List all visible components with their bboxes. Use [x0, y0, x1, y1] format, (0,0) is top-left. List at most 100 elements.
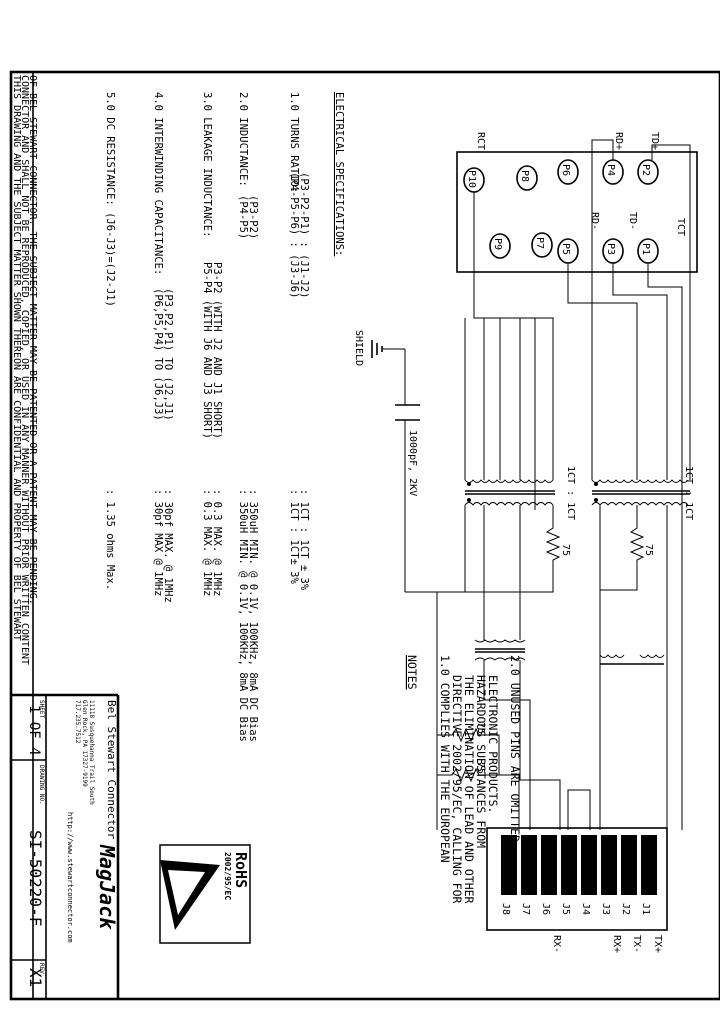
signal-label-td-plus: TD+	[649, 132, 660, 150]
resistor-label-term-2: 75	[475, 762, 486, 774]
signal-label-rd-minus: RD-	[589, 212, 600, 230]
jack-label-j7: J7	[520, 903, 531, 915]
pin-label-p8: P8	[519, 170, 530, 182]
rj45-jack-box	[486, 827, 668, 931]
note-2: 2.0 UNUSED PINS ARE OMITTED.	[508, 655, 522, 849]
pin-label-p2: P2	[640, 164, 651, 176]
jack-signal-tx-minus: TX-	[631, 935, 642, 953]
sheet-label: SHEET	[38, 700, 45, 718]
company-phone: 717.235.7512	[74, 700, 81, 744]
confidential-line-2: CONNECTOR AND SHALL NOT BE REPRODUCED, C…	[19, 75, 30, 665]
jack-label-j5: J5	[560, 903, 571, 915]
confidential-notice: THIS DRAWING AND THE SUBJECT MATTER SHOW…	[11, 75, 38, 665]
resistor-label-rx: 75	[560, 544, 571, 556]
note-1-line-5: ELECTRONIC PRODUCTS.	[486, 675, 500, 813]
turns-val-2: : 1CT : 1CT ± 3%	[298, 489, 310, 591]
notes-block: NOTES 1.0 COMPLIES WITH THE EUROPEAN DIR…	[405, 655, 522, 904]
resistor-75-tx	[629, 520, 645, 575]
turns-line-1: (P4-P5-P6) : (J3-J6)	[288, 172, 300, 298]
transformer-rx	[464, 479, 555, 506]
leakage-val-2: : 0.3 MAX. @ 1MHz	[211, 489, 223, 596]
inductance-label: 2.0 INDUCTANCE:	[237, 92, 249, 187]
pin-label-p6: P6	[560, 164, 571, 176]
company-address-1: 11118 Susquehanna Trail South	[88, 700, 95, 805]
jack-label-j3: J3	[600, 903, 611, 915]
company-url[interactable]: http://www.stewartconnector.com	[66, 812, 74, 943]
notes-title: NOTES	[405, 655, 419, 690]
inductance-val-1: : 350uH MIN. @ 0.1V, 100KHz, 8mA DC Bias	[237, 489, 249, 742]
pin-circles	[463, 159, 659, 264]
tx-ratio-label: 1CT : 1CT	[683, 466, 694, 520]
note-1-line-1: 1.0 COMPLIES WITH THE EUROPEAN	[438, 655, 452, 863]
resistor-75-rx	[545, 520, 561, 575]
note-1-line-2: DIRECTIVE 2002/95/EC, CALLING FOR	[450, 675, 464, 904]
pin-label-p1: P1	[640, 243, 651, 255]
resistor-label-term-1: 75	[475, 722, 486, 734]
signal-label-td-minus: TD-	[627, 212, 638, 230]
revision-value: X1	[26, 968, 45, 987]
capacitance-label: 4.0 INTERWINDING CAPACITANCE:	[152, 92, 164, 275]
primary-wiring	[464, 139, 691, 510]
shield-label: SHIELD	[353, 330, 364, 366]
pin-label-p10: P10	[466, 170, 477, 188]
rohs-logo: RoHS 2002/95/EC	[159, 844, 251, 944]
confidential-line-1: THIS DRAWING AND THE SUBJECT MATTER SHOW…	[11, 75, 22, 641]
jack-contact-j4	[581, 835, 597, 895]
capacitance-val-1: : 30pf MAX @ 1MHz	[152, 489, 164, 596]
company-address-2: Glen Rock, PA 17327-9199	[81, 700, 88, 787]
jack-label-j8: J8	[500, 903, 511, 915]
pin-label-p7: P7	[534, 237, 545, 249]
company-name: Bel Stewart Connector	[105, 700, 118, 839]
signal-label-rd-plus: RD+	[613, 132, 624, 150]
choke-tx	[599, 650, 668, 830]
inductance-line-1: (P4-P5)	[237, 195, 249, 239]
jack-contact-j5	[561, 835, 577, 895]
leakage-label: 3.0 LEAKAGE INDUCTANCE:	[201, 92, 213, 237]
capacitance-val-2: : 30pf MAX. @ 1MHz	[162, 489, 174, 603]
jack-contact-j2	[621, 835, 637, 895]
drawing-number-value: SI-50220-F	[26, 830, 45, 926]
confidential-line-3: OF BEL STEWART CONNECTOR. THE SUBJECT MA…	[27, 75, 38, 605]
signal-label-rct: RCT	[475, 132, 486, 150]
jack-contacts	[501, 835, 657, 895]
turns-line-2: (P3-P2-P1) : (J1-J2)	[298, 172, 310, 298]
dc-resistance-val: : 1.35 ohms Max.	[104, 489, 116, 590]
leakage-line-2: P3-P2 (WITH J2 AND J1 SHORT)	[211, 262, 223, 439]
pin-labels: P2 P4 P6 P8 P10 P1 P3 P5 P7 P9	[466, 164, 651, 255]
jack-contact-j8	[501, 835, 517, 895]
pin-p8	[516, 165, 538, 191]
jack-signal-rx-plus: RX+	[611, 935, 622, 953]
inductance-line-2: (P3-P2)	[247, 195, 259, 239]
dc-resistance-label: 5.0 DC RESISTANCE: (J6-J3)=(J2-J1)	[104, 92, 116, 307]
sheet-value: 1 OF 4	[26, 705, 42, 756]
rj45-pin-box	[456, 151, 698, 273]
capacitor-1000pf	[395, 400, 465, 593]
jack-label-j6: J6	[540, 903, 551, 915]
turns-label: 1.0 TURNS RATIO:	[288, 92, 300, 193]
pin-label-p9: P9	[492, 238, 503, 250]
spec-heading: ELECTRICAL SPECIFICATIONS:	[333, 92, 345, 256]
capacitor-label: 1000pF, 2KV	[407, 430, 418, 496]
note-1-line-4: HAZARDOUS SUBSTANCES FROM	[474, 675, 488, 848]
pin-p2	[637, 159, 659, 185]
inductance-val-2: : 350uH MIN. @ 0.1V, 100KHz, 8mA DC Bias	[247, 489, 259, 742]
pin-label-p5: P5	[560, 243, 571, 255]
electrical-specs: ELECTRICAL SPECIFICATIONS: 1.0 TURNS RAT…	[104, 92, 345, 742]
signal-label-tct: TCT	[675, 218, 686, 236]
jack-label-j4: J4	[580, 903, 591, 915]
resistor-label-tx: 75	[643, 544, 654, 556]
drawing-number-label: DRAWING NO.	[38, 765, 45, 805]
jack-contact-j1	[641, 835, 657, 895]
jack-label-j1: J1	[640, 903, 651, 915]
turns-val-1: : 1CT : 1CT± 3%	[288, 489, 300, 585]
capacitance-line-1: (P6,P5,P4) TO (J6,J3)	[152, 288, 164, 421]
jack-signal-rx-minus: RX-	[551, 935, 562, 953]
resistor-75-termination	[437, 727, 520, 825]
shield-ground	[371, 340, 406, 400]
leakage-val-1: : 0.3 MAX. @ 1MHz	[201, 489, 213, 596]
jack-label-j2: J2	[620, 903, 631, 915]
pin-label-p3: P3	[605, 243, 616, 255]
title-block: MagJack Bel Stewart Connector 11118 Susq…	[26, 700, 119, 987]
note-1-line-3: THE ELIMINATION OF LEAD AND OTHER	[462, 675, 476, 904]
